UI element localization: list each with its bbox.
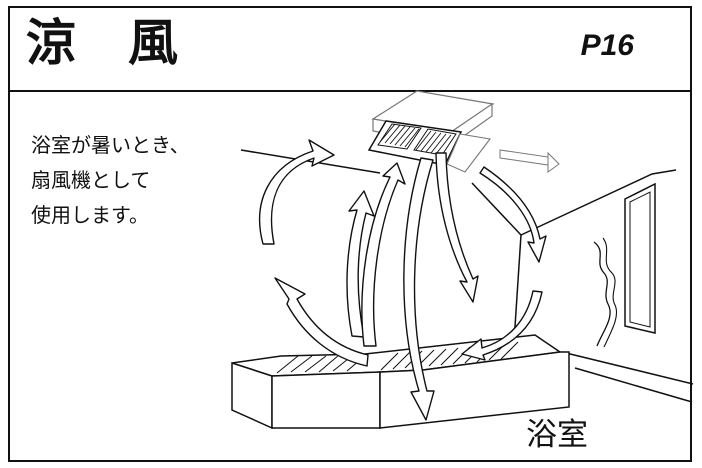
ceiling-fan-unit [367, 90, 560, 173]
airflow-arrow-mid-down [435, 152, 479, 303]
bathroom-label: 浴室 [526, 417, 588, 453]
airflow-arrow-center [361, 162, 406, 347]
ceiling-left-edge [240, 149, 381, 174]
window-outer [624, 182, 656, 334]
ceiling-right-edge [471, 182, 522, 236]
curtain-inner [602, 237, 618, 348]
page-title: 涼 風 [26, 14, 179, 72]
airflow-arrow-long-down [403, 157, 435, 421]
airflow-arrows [259, 139, 547, 421]
header-rule [8, 90, 692, 92]
back-wall-corner [513, 234, 522, 343]
airflow-arrow-left-lower [274, 277, 369, 367]
window-inner [629, 191, 651, 328]
right-wall-floor-line [561, 351, 694, 385]
airflow-arrow-right-return [461, 290, 543, 361]
airflow-arrow-right-down [479, 166, 547, 263]
right-wall-top [520, 169, 677, 236]
page-number: P16 [580, 29, 634, 62]
airflow-arrow-left-upper [259, 139, 335, 245]
curtain [593, 241, 611, 347]
description-text: 浴室が暑いとき、 扇風機として 使用します。 [31, 133, 190, 227]
airflow-arrow-center-left [346, 190, 375, 338]
right-wall-lower-line [574, 367, 693, 403]
bathtub [231, 334, 570, 430]
